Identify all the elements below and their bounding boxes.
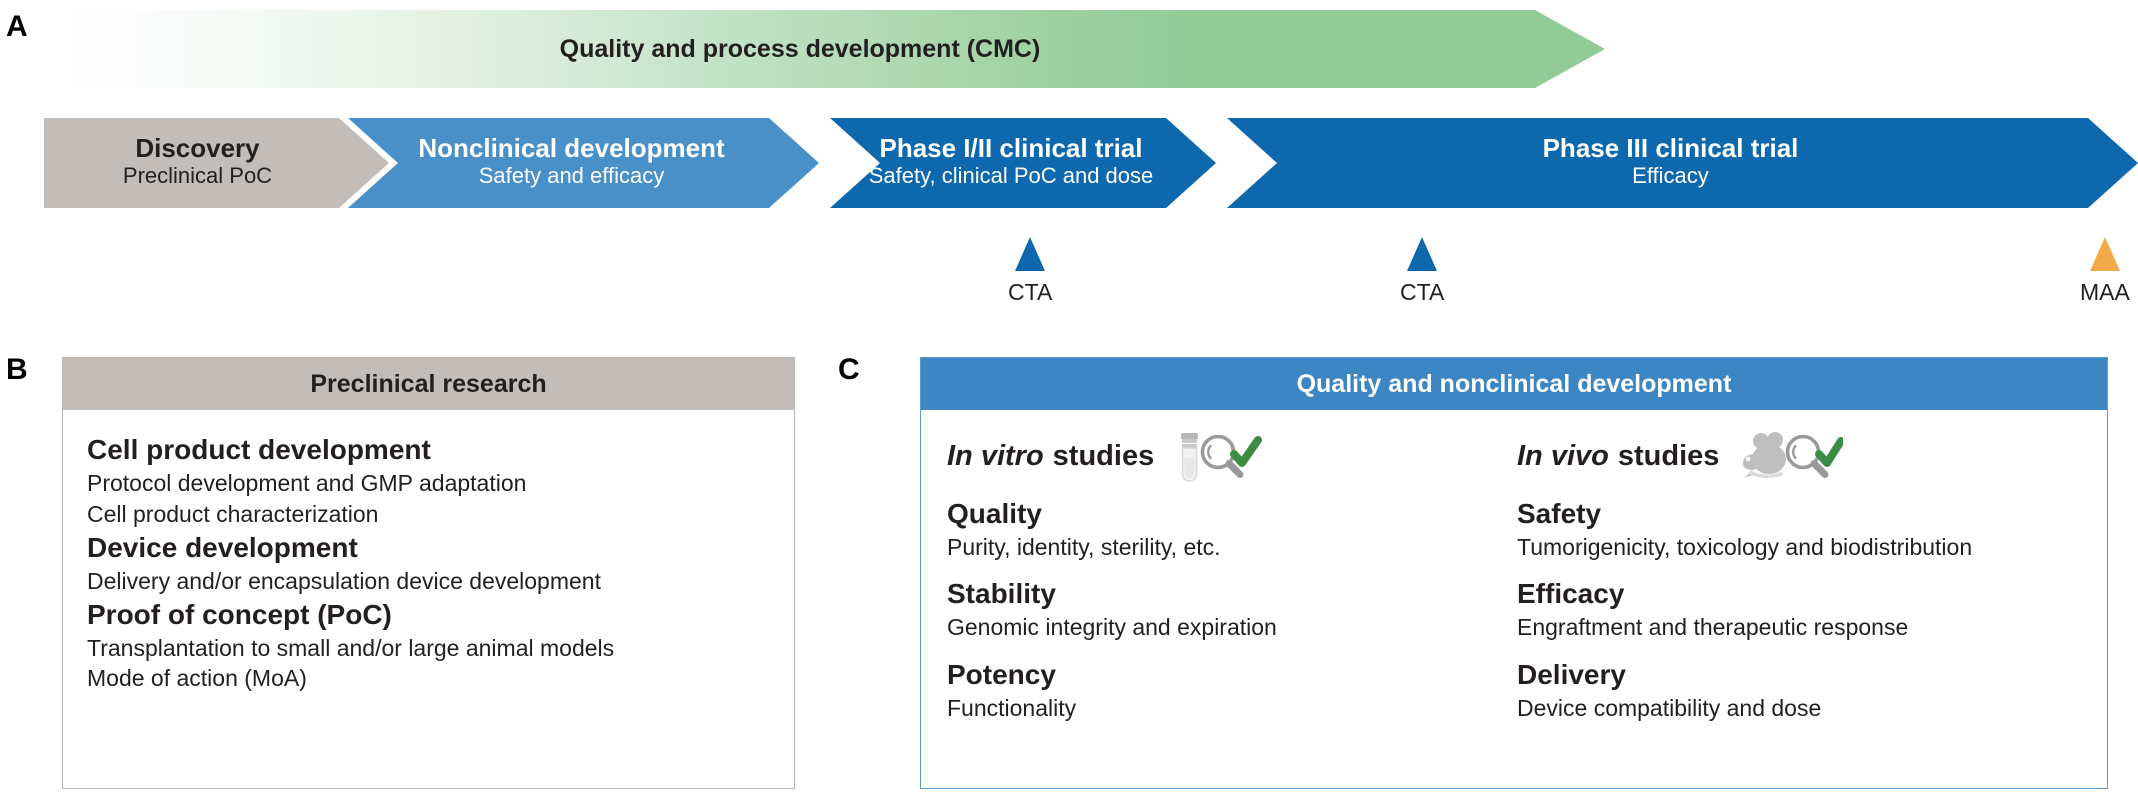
triangle-up-icon xyxy=(1407,237,1438,271)
item-line: Cell product characterization xyxy=(87,500,379,527)
stage-phase3-title: Phase III clinical trial xyxy=(1542,133,1799,164)
milestone-maa: MAA xyxy=(2080,237,2130,306)
item-line: Mode of action (MoA) xyxy=(87,665,307,692)
column-in-vitro-title: In vitro studies xyxy=(947,430,1517,482)
in-vitro-item-stability: Stability Genomic integrity and expirati… xyxy=(947,576,1517,642)
item-line: Tumorigenicity, toxicology and biodistri… xyxy=(1517,533,1973,560)
stage-phase12-title: Phase I/II clinical trial xyxy=(879,133,1143,164)
quality-nonclinical-header: Quality and nonclinical development xyxy=(921,358,2107,410)
stage-phase3-subtitle: Efficacy xyxy=(1632,163,1709,189)
stage-nonclinical-title: Nonclinical development xyxy=(418,133,725,164)
panel-c-letter: C xyxy=(838,353,860,386)
milestone-cta-2: CTA xyxy=(1400,237,1444,306)
mouse-magnifier-check-icon xyxy=(1733,428,1844,484)
stage-shape-discovery xyxy=(44,118,389,208)
item-title: Potency xyxy=(947,658,1056,690)
panel-b-preclinical-research: B Preclinical research Cell product deve… xyxy=(0,345,830,798)
stage-phase-3-clinical-trial: Phase III clinical trial Efficacy xyxy=(1237,118,2098,206)
triangle-up-icon xyxy=(1015,237,1046,271)
item-line: Delivery and/or encapsulation device dev… xyxy=(87,567,601,594)
item-line: Functionality xyxy=(947,694,1077,721)
in-vivo-item-delivery: Delivery Device compatibility and dose xyxy=(1517,657,2087,723)
stage-discovery-title: Discovery xyxy=(135,133,260,164)
milestone-maa-label: MAA xyxy=(2080,279,2130,305)
item-title: Device development xyxy=(87,531,358,563)
preclinical-item-cell-product-development: Cell product development Protocol develo… xyxy=(87,432,770,530)
preclinical-research-body: Cell product development Protocol develo… xyxy=(63,410,794,694)
item-title: Safety xyxy=(1517,498,1602,529)
milestone-cta-1-label: CTA xyxy=(1008,279,1053,305)
milestone-cta-2-label: CTA xyxy=(1400,279,1445,305)
stage-arrows-graphic xyxy=(44,118,2138,208)
stage-shape-nonclinical xyxy=(348,118,819,208)
item-line: Genomic integrity and expiration xyxy=(947,614,1277,641)
item-title: Quality xyxy=(947,498,1042,529)
item-title: Proof of concept (PoC) xyxy=(87,598,392,630)
item-title: Efficacy xyxy=(1517,578,1625,610)
item-line: Purity, identity, sterility, etc. xyxy=(947,533,1221,560)
column-in-vivo-title-italic: In vivo xyxy=(1517,439,1609,472)
panel-a-letter: A xyxy=(6,10,28,43)
preclinical-item-proof-of-concept: Proof of concept (PoC) Transplantation t… xyxy=(87,597,770,695)
column-in-vivo-title-rest: studies xyxy=(1617,439,1720,472)
stage-nonclinical-development: Nonclinical development Safety and effic… xyxy=(358,118,779,206)
in-vivo-item-efficacy: Efficacy Engraftment and therapeutic res… xyxy=(1517,576,2087,642)
column-in-vitro-title-italic: In vitro xyxy=(947,439,1044,472)
stage-discovery-subtitle: Preclinical PoC xyxy=(122,163,273,189)
preclinical-research-header: Preclinical research xyxy=(63,358,794,410)
stage-discovery: Discovery Preclinical PoC xyxy=(44,118,345,206)
milestone-cta-1: CTA xyxy=(1008,237,1052,306)
item-line: Device compatibility and dose xyxy=(1517,694,1822,721)
stage-shape-phase3 xyxy=(1227,118,2138,208)
cmc-band-arrow xyxy=(60,10,1605,88)
column-in-vivo-title: In vivo studies xyxy=(1517,430,2087,482)
column-in-vivo-studies: In vivo studies xyxy=(1517,430,2087,723)
stage-nonclinical-subtitle: Safety and efficacy xyxy=(478,163,665,189)
item-title: Stability xyxy=(947,578,1056,610)
stage-shape-phase12 xyxy=(830,118,1216,208)
preclinical-item-device-development: Device development Delivery and/or encap… xyxy=(87,530,770,597)
panel-b-letter: B xyxy=(6,353,28,386)
cmc-band-label: Quality and process development (CMC) xyxy=(559,34,1041,63)
quality-nonclinical-columns: In vitro studies xyxy=(921,410,2107,723)
column-in-vitro-title-rest: studies xyxy=(1052,439,1155,472)
in-vitro-item-quality: Quality Purity, identity, sterility, etc… xyxy=(947,496,1517,562)
vial-magnifier-check-icon xyxy=(1168,428,1264,484)
item-line: Engraftment and therapeutic response xyxy=(1517,614,1909,641)
panel-c-quality-and-nonclinical-development: C Quality and nonclinical development In… xyxy=(830,345,2138,798)
item-line: Transplantation to small and/or large an… xyxy=(87,634,615,661)
panel-a-development-timeline: A Quality and process development (CMC) xyxy=(0,0,2138,330)
in-vivo-item-safety: Safety Tumorigenicity, toxicology and bi… xyxy=(1517,496,2087,562)
column-in-vitro-studies: In vitro studies xyxy=(947,430,1517,723)
quality-nonclinical-card: Quality and nonclinical development In v… xyxy=(920,357,2108,789)
item-line: Protocol development and GMP adaptation xyxy=(87,470,527,497)
item-title: Cell product development xyxy=(87,434,431,465)
preclinical-research-card: Preclinical research Cell product develo… xyxy=(62,357,795,789)
item-title: Delivery xyxy=(1517,658,1626,690)
triangle-up-icon xyxy=(2089,237,2120,271)
in-vitro-item-potency: Potency Functionality xyxy=(947,657,1517,723)
stage-phase12-subtitle: Safety, clinical PoC and dose xyxy=(868,163,1154,189)
stage-phase-1-2-clinical-trial: Phase I/II clinical trial Safety, clinic… xyxy=(840,118,1176,206)
